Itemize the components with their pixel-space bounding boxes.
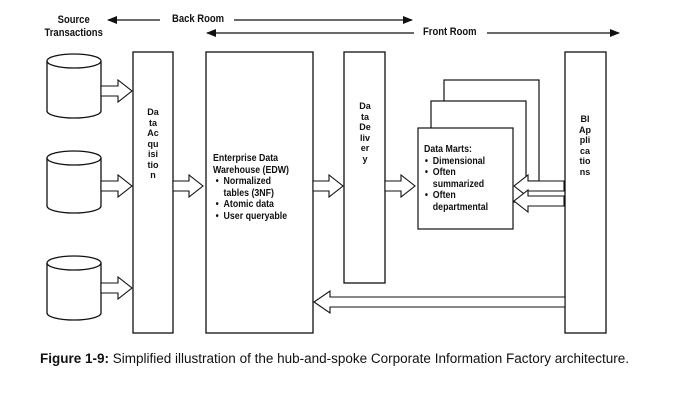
return-block-arrow xyxy=(313,289,566,315)
data-marts-text: Data Marts: Dimensional Often summarized… xyxy=(424,144,510,213)
block-arrow xyxy=(384,173,416,199)
back-room-label: Back Room xyxy=(172,13,225,25)
data-marts-bullet: Often summarized xyxy=(425,167,496,190)
data-marts-bullet: Dimensional xyxy=(425,156,510,168)
transactions-label-line: Transactions xyxy=(44,27,103,39)
block-arrow xyxy=(513,188,565,214)
block-arrow xyxy=(100,173,133,199)
edw-text: Enterprise Data Warehouse (EDW) Normaliz… xyxy=(213,153,308,222)
block-arrow xyxy=(100,275,133,301)
bi-applications-label: BI Applications xyxy=(579,114,591,177)
source-transactions-label: Source Transactions xyxy=(41,14,106,40)
edw-title-line: Enterprise Data xyxy=(213,153,279,164)
block-arrow xyxy=(312,173,344,199)
data-marts-title: Data Marts: xyxy=(424,144,472,155)
source-database-icon xyxy=(46,150,102,214)
data-delivery-label: Data Delivery xyxy=(359,101,371,164)
source-database-icon xyxy=(46,255,102,321)
data-acquisition-label: Data Acquisition xyxy=(147,107,159,180)
data-acquisition-box xyxy=(132,51,174,334)
data-marts-bullet: Often departmental xyxy=(425,190,503,213)
source-database-icon xyxy=(46,53,102,119)
bi-applications-box xyxy=(564,51,607,334)
block-arrow xyxy=(172,173,204,199)
block-arrow xyxy=(100,78,133,104)
edw-bullet: Normalized tables (3NF) xyxy=(216,176,277,199)
edw-bullet: User queryable xyxy=(216,211,308,223)
data-delivery-box xyxy=(343,51,386,284)
figure-caption: Figure 1-9: Simplified illustration of t… xyxy=(40,350,660,368)
edw-bullet: Atomic data xyxy=(216,199,308,211)
front-room-label: Front Room xyxy=(423,26,477,38)
caption-text: Simplified illustration of the hub-and-s… xyxy=(109,351,630,366)
figure-number: Figure 1-9: xyxy=(40,351,110,366)
source-label-line: Source xyxy=(57,14,90,26)
edw-title-line: Warehouse (EDW) xyxy=(213,164,289,176)
